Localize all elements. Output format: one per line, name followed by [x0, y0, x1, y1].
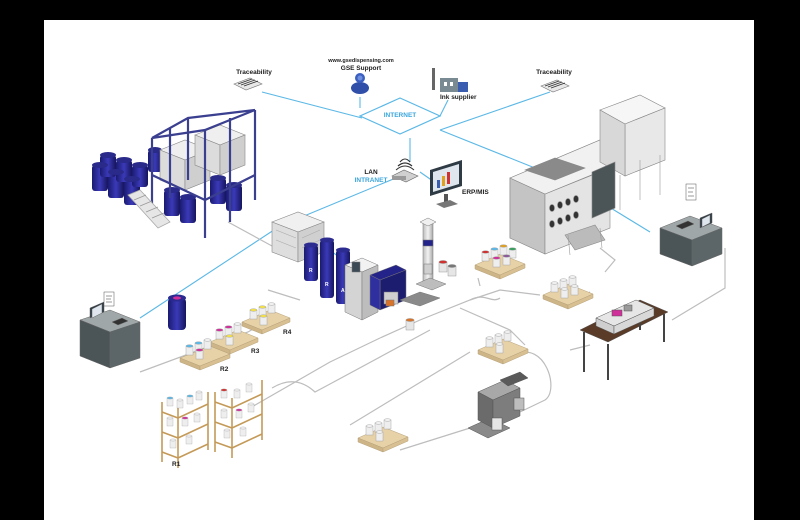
ink-supplier-factory-icon: [432, 68, 468, 92]
support-url[interactable]: www.gsedispensing.com: [328, 58, 394, 64]
shelving-r1-pots: [166, 382, 255, 449]
traceability-scanner-icon-left: [233, 77, 263, 91]
traceability-scanner-icon-right: [540, 79, 570, 93]
printing-press: [509, 94, 666, 256]
wifi-router-icon: [391, 158, 419, 183]
bulk-ink-storage: [92, 108, 257, 238]
ink-supplier-label: Ink supplier: [440, 94, 477, 101]
traceability-label-right: Traceability: [536, 69, 572, 76]
traceability-label-left: Traceability: [236, 69, 272, 76]
office-desk-right: [659, 183, 723, 267]
erp-mis-label: ERP/MIS: [462, 189, 489, 196]
support-title: GSE Support: [340, 65, 382, 72]
erp-monitor-icon: [430, 160, 462, 208]
lan-label: LAN: [364, 169, 378, 176]
intranet-label: INTRANET: [354, 177, 388, 184]
single-ink-drum: [168, 294, 186, 330]
rack-label-r3: R3: [251, 348, 260, 355]
rack-label-r1: R1: [172, 461, 181, 468]
internet-node: [358, 97, 442, 135]
shelving-r1: [161, 380, 263, 468]
internet-label: INTERNET: [383, 112, 417, 119]
dispensing-station: R R A: [271, 211, 457, 331]
rack-label-r2: R2: [220, 366, 229, 373]
rack-label-r4: R4: [283, 329, 292, 336]
office-desk-left: [79, 291, 141, 369]
proofing-table: [579, 299, 669, 380]
svg-text:R: R: [309, 268, 313, 274]
support-person-icon: [351, 73, 369, 94]
lab-mixer: [467, 371, 529, 439]
ink-pots: [185, 244, 579, 442]
svg-text:R: R: [325, 282, 329, 288]
svg-text:A: A: [341, 288, 345, 294]
